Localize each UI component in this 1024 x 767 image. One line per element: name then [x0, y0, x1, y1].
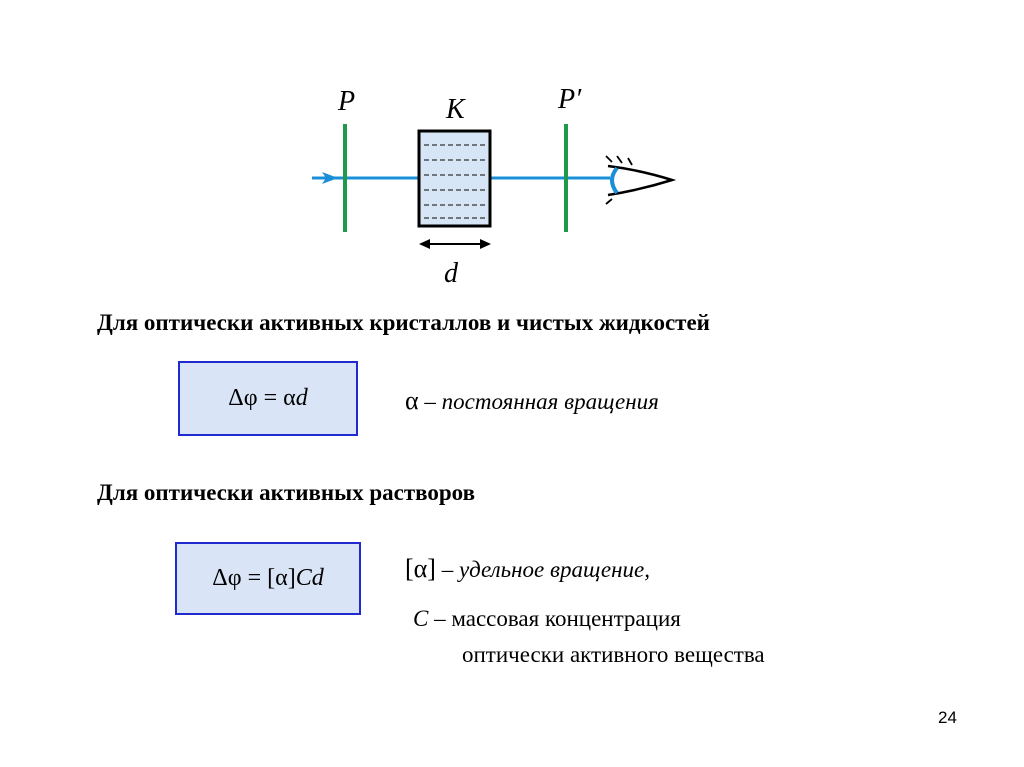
concentration-text: – массовая концентрация	[428, 606, 681, 631]
formula2-eq: =	[241, 565, 268, 591]
formula-box-crystals: Δφ = α d	[178, 361, 358, 436]
formula2-d: d	[311, 565, 324, 591]
alpha-symbol: α	[405, 386, 419, 415]
concentration-description: C – массовая концентрация	[413, 606, 681, 632]
beam-arrow-icon	[322, 172, 338, 184]
crystal-label: K	[445, 94, 466, 125]
formula2-bracket-alpha: [α]	[267, 565, 296, 591]
concentration-symbol: C	[413, 606, 429, 631]
analyzer-label: P′	[557, 84, 582, 115]
page-number: 24	[938, 708, 957, 727]
thickness-label: d	[444, 258, 459, 289]
formula2-c: C	[295, 565, 312, 591]
concentration-description-line2: оптически активного вещества	[462, 642, 765, 667]
thickness-arrow	[419, 239, 491, 249]
optical-setup-diagram: P K P′ d	[312, 84, 677, 289]
formula2-lhs: Δφ	[212, 565, 242, 591]
formula1-lhs: Δφ	[228, 385, 258, 411]
section1-description: α – постоянная вращения	[405, 386, 659, 416]
crystal-block	[417, 129, 492, 228]
eye-icon	[605, 155, 677, 205]
section2-heading: Для оптически активных растворов	[97, 480, 476, 505]
crystal-hatch-lines	[424, 144, 486, 219]
alpha-description-text: – постоянная вращения	[418, 389, 659, 414]
specific-rotation-description: [α] – удельное вращение,	[405, 554, 650, 584]
specific-rotation-symbol: [α]	[405, 554, 436, 583]
formula1-eq: =	[257, 385, 284, 411]
formula1-alpha: α	[283, 385, 296, 411]
formula1-d: d	[295, 385, 308, 411]
section1-heading: Для оптически активных кристаллов и чист…	[97, 310, 710, 335]
specific-rotation-text: – удельное вращение,	[435, 557, 651, 582]
polarizer-label: P	[337, 86, 355, 117]
